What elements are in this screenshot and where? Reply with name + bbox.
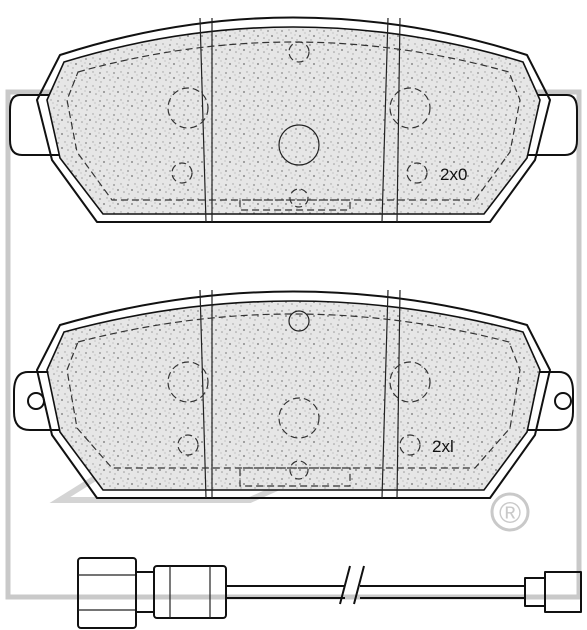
lower-brake-pad: 2xl [13,289,574,499]
lower-friction-material [46,300,541,491]
right-mounting-hole [554,392,572,410]
registered-mark: ® [499,497,521,530]
lower-backing-plate [36,290,551,499]
upper-friction-material [46,26,541,215]
upper-backing-plate [36,16,551,223]
wear-sensor-cable [77,557,582,629]
left-mounting-hole [27,392,45,410]
lower-pad-label: 2xl [432,437,454,456]
upper-brake-pad: 2x0 [9,16,578,223]
upper-pad-label: 2x0 [440,165,467,184]
